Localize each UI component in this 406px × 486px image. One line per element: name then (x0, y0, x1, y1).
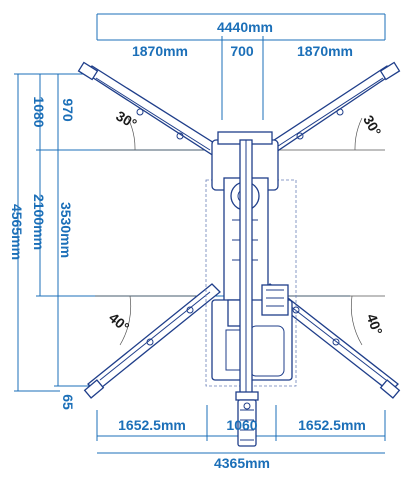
dim-left-middle: 2100mm (31, 194, 47, 250)
dim-left-upper: 1080 (31, 96, 47, 127)
dim-left-upper-small: 970 (60, 98, 76, 122)
dim-bottom-total: 4365mm (214, 455, 270, 471)
angle-lower-right: 40° (364, 312, 386, 337)
dim-top-total: 4440mm (217, 19, 273, 35)
angle-upper-left: 30° (113, 107, 139, 131)
boom (235, 139, 259, 447)
angle-upper-right: 30° (360, 112, 384, 138)
dim-top-center: 700 (230, 43, 254, 59)
angle-reference-lines (95, 117, 385, 346)
dim-left-lower-small: 65 (60, 394, 76, 410)
outrigger-lower-left (83, 283, 221, 399)
machine (77, 61, 401, 447)
dim-top-left: 1870mm (132, 43, 188, 59)
dim-left-mid-total: 3530mm (58, 202, 74, 258)
dim-top-right: 1870mm (297, 43, 353, 59)
outrigger-upper-left (77, 61, 224, 157)
outrigger-upper-right (260, 61, 401, 157)
dimension-labels: 4440mm 1870mm 700 1870mm 4565mm 1080 353… (9, 19, 366, 471)
dim-bottom-center: 1060 (226, 417, 257, 433)
dim-bottom-left: 1652.5mm (118, 417, 186, 433)
dim-left-total: 4565mm (9, 204, 25, 260)
dim-bottom-right: 1652.5mm (298, 417, 366, 433)
angle-lower-left: 40° (106, 309, 133, 335)
